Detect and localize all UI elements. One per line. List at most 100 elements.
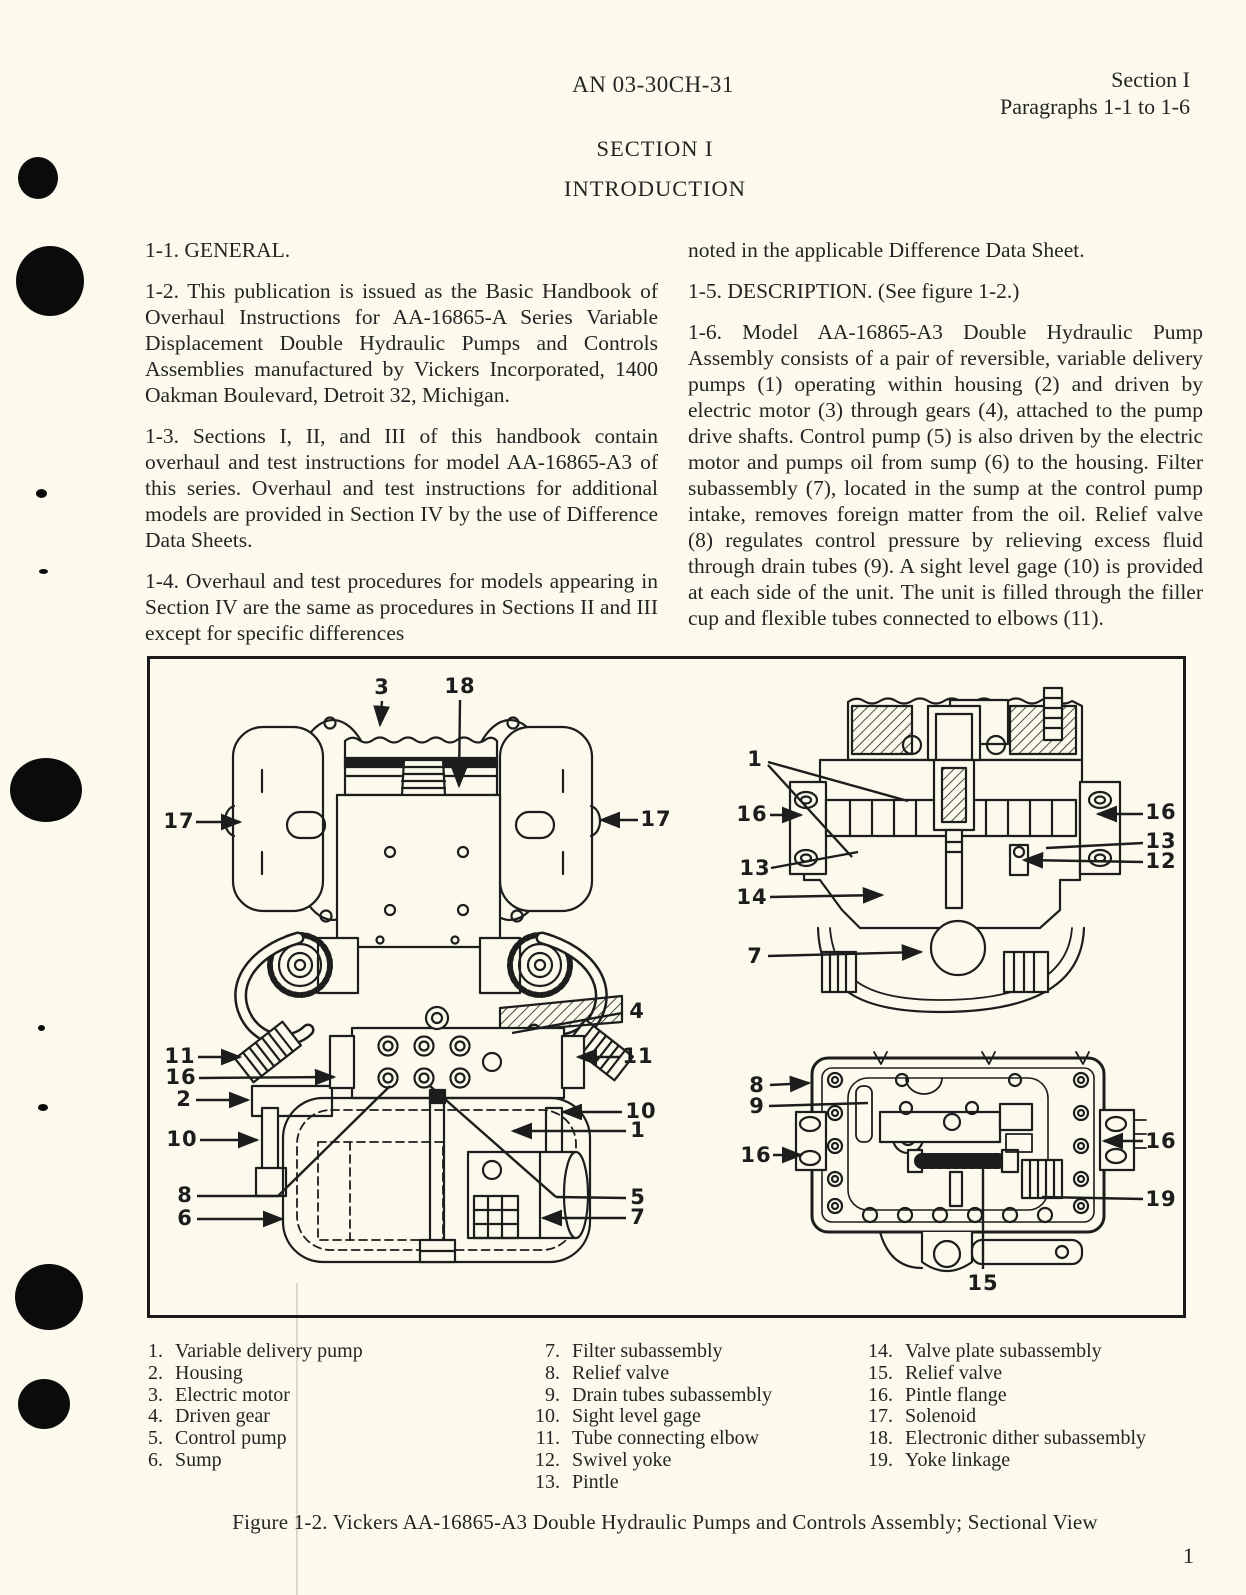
binder-hole-mark: [18, 157, 58, 199]
legend-item-number: 16.: [868, 1383, 893, 1406]
legend-item-label: Electronic dither subassembly: [905, 1427, 1147, 1450]
figure-callout-18: 18: [444, 673, 476, 698]
legend-item: 14.Valve plate subassembly: [850, 1340, 1220, 1363]
legend-item-number: 8.: [545, 1361, 560, 1384]
binder-hole-mark: [15, 1264, 83, 1330]
legend-item: 10.Sight level gage: [520, 1406, 850, 1428]
legend-item-number: 3.: [148, 1383, 163, 1406]
callout-leader-line: [767, 764, 853, 858]
legend-item-label: Relief valve: [905, 1361, 1003, 1384]
callout-leader-line: [767, 760, 909, 803]
paragraph-1-4: 1-4. Overhaul and test procedures for mo…: [145, 569, 658, 645]
binder-hole-mark: [36, 489, 47, 498]
legend-item-number: 7.: [545, 1340, 560, 1362]
binder-hole-mark: [16, 246, 84, 316]
figure-callout-13: 13: [1145, 828, 1177, 853]
paragraphs-ref-line: Paragraphs 1-1 to 1-6: [999, 94, 1190, 119]
figure-callout-leader-lines: [196, 699, 1144, 1269]
section-heading: SECTION I: [596, 136, 714, 161]
binder-hole-mark: [38, 1025, 45, 1031]
legend-item-label: Electric motor: [175, 1383, 290, 1406]
binder-hole-mark: [39, 569, 48, 574]
legend-item: 17. Solenoid: [850, 1406, 1220, 1428]
figure-callout-14: 14: [736, 884, 768, 909]
callout-leader-line: [769, 886, 885, 904]
paragraph-1-3: 1-3. Sections I, II, and III of this han…: [145, 424, 658, 552]
legend-item-number: 13.: [535, 1470, 560, 1493]
page-number: 1: [1183, 1543, 1194, 1568]
legend-item: 12.Swivel yoke: [520, 1448, 850, 1472]
legend-item-label: Valve plate subassembly: [905, 1340, 1102, 1362]
legend-item-number: 5.: [148, 1427, 163, 1450]
legend-item: 4.Driven gear: [132, 1406, 502, 1428]
binder-hole-mark: [10, 758, 82, 822]
figure-callout-6: 6: [177, 1205, 193, 1230]
legend-item-number: 11.: [535, 1427, 560, 1450]
legend-item: 18.Electronic dither subassembly: [850, 1427, 1220, 1450]
legend-item: 13. Pintle: [520, 1470, 850, 1494]
figure-callout-8: 8: [177, 1182, 193, 1207]
lower-sectional-view-drawing: [794, 1051, 1147, 1273]
paragraph-1-1: 1-1. GENERAL.: [145, 238, 291, 262]
callout-leader-line: [429, 1085, 557, 1198]
callout-leader-line: [511, 1011, 623, 1035]
legend-item: 19. Yoke linkage: [850, 1448, 1220, 1472]
callout-leader-line: [1021, 851, 1144, 869]
legend-item: 2.Housing: [132, 1362, 502, 1385]
figure-callout-16: 16: [740, 1142, 772, 1167]
right-text-column: noted in the applicable Difference Data …: [688, 237, 1203, 646]
figure-callout-1: 1: [747, 746, 763, 771]
figure-callout-13: 13: [739, 855, 771, 880]
legend-item: 3. Electric motor: [132, 1383, 502, 1407]
legend-item: 11. Tube connecting elbow: [520, 1427, 850, 1450]
figure-callout-12: 12: [1145, 848, 1177, 873]
figure-border: [147, 656, 1186, 1318]
figure-callout-16: 16: [165, 1064, 197, 1089]
callout-leader-line: [555, 1195, 627, 1200]
legend-item-label: Swivel yoke: [572, 1448, 672, 1471]
figure-callout-2: 2: [176, 1086, 192, 1111]
figure-callout-19: 19: [1145, 1186, 1177, 1211]
figure-callout-8: 8: [749, 1072, 765, 1097]
legend-item: 8.Relief valve: [520, 1361, 850, 1385]
legend-item-number: 19.: [868, 1448, 893, 1471]
binder-hole-mark: [18, 1379, 70, 1429]
legend-item: 15.Relief valve: [850, 1361, 1220, 1385]
legend-item: 7.Filter subassembly: [520, 1340, 850, 1363]
legend-item-label: Tube connecting elbow: [572, 1427, 760, 1450]
callout-leader-line: [450, 699, 468, 789]
legend-item: 5.Control pump: [132, 1427, 502, 1450]
legend-item-label: Sump: [175, 1448, 222, 1471]
legend-item-number: 17.: [868, 1405, 893, 1428]
legend-item-label: Variable delivery pump: [175, 1340, 363, 1362]
legend-item-number: 6.: [148, 1448, 163, 1471]
legend-item-number: 1.: [148, 1340, 163, 1362]
callout-leader-line: [770, 850, 859, 870]
legend-item-label: Solenoid: [905, 1405, 977, 1428]
legend-item-label: Pintle flange: [905, 1383, 1007, 1406]
left-text-column: 1-1. GENERAL. 1-2. This publication is i…: [145, 237, 658, 661]
figure-callout-1: 1: [630, 1117, 646, 1142]
callout-leader-line: [769, 1075, 812, 1093]
legend-item: 16. Pintle flange: [850, 1383, 1220, 1407]
legend-item-number: 10.: [535, 1405, 560, 1428]
figure-callout-5: 5: [630, 1184, 646, 1209]
binder-hole-mark: [38, 1104, 48, 1111]
legend-item: 1. Variable delivery pump: [132, 1340, 502, 1363]
figure-callout-4: 4: [629, 998, 645, 1023]
callout-leader-line: [767, 944, 924, 961]
paragraph-1-2: 1-2. This publication is issued as the B…: [145, 279, 658, 407]
figure-callout-17: 17: [163, 808, 195, 833]
callout-leader-line: [1045, 841, 1144, 850]
section-ref-line: Section I: [1111, 67, 1190, 92]
figure-callout-3: 3: [374, 674, 390, 699]
document-number: AN 03-30CH-31: [572, 72, 734, 97]
legend-item-label: Yoke linkage: [905, 1448, 1011, 1471]
legend-item-label: Pintle: [572, 1470, 619, 1493]
callout-leader-line: [1041, 1195, 1144, 1201]
figure-callout-7: 7: [630, 1204, 646, 1229]
figure-callout-10: 10: [625, 1098, 657, 1123]
callout-leader-line: [768, 1101, 869, 1108]
